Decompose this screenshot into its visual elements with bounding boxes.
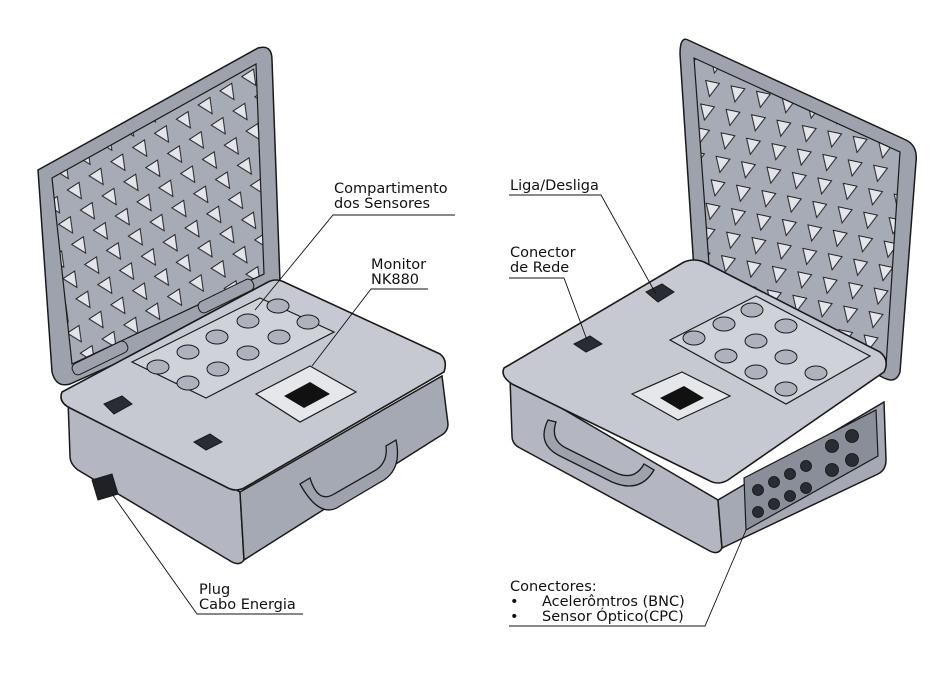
left-case <box>37 46 449 565</box>
label-plug: Plug Cabo Energia <box>199 583 296 613</box>
right-connector-panel <box>743 409 879 532</box>
label-conector-rede: Conector de Rede <box>510 246 576 276</box>
label-liga: Liga/Desliga <box>510 179 599 194</box>
leader-compartimento <box>254 214 455 311</box>
leader-liga <box>509 194 657 295</box>
label-conectores-item-2: Sensor Óptico(CPC) <box>510 610 685 625</box>
leader-monitor <box>311 288 428 367</box>
left-power-switch <box>103 395 133 415</box>
leader-plug <box>111 493 303 615</box>
right-case-body-front <box>509 376 723 554</box>
left-sensor-compartment <box>130 297 336 399</box>
label-conectores-item-1-text: Acelerômtros (BNC) <box>542 594 685 610</box>
left-case-handle <box>299 438 399 511</box>
label-plug-line2: Cabo Energia <box>199 597 296 613</box>
label-conectores: Conectores: Acelerômtros (BNC) Sensor Óp… <box>510 580 685 625</box>
left-case-hinges <box>71 278 255 376</box>
label-plug-line1: Plug <box>199 582 231 598</box>
left-case-top-panel <box>60 279 447 491</box>
label-conectores-item-1: Acelerômtros (BNC) <box>510 595 685 610</box>
right-case <box>502 38 918 554</box>
label-conectores-title: Conectores: <box>510 579 597 595</box>
left-network-connector <box>193 433 223 451</box>
label-compartimento-line2: dos Sensores <box>334 196 431 212</box>
right-network-connector <box>573 335 603 353</box>
label-compartimento-line1: Compartimento <box>334 181 448 197</box>
right-sensor-compartment <box>668 295 872 405</box>
label-liga-line1: Liga/Desliga <box>510 178 599 194</box>
left-case-body-front <box>67 398 245 565</box>
leader-conector-rede <box>509 277 588 341</box>
label-conector-rede-line2: de Rede <box>510 260 570 276</box>
right-monitor-nk880 <box>630 371 732 421</box>
label-monitor: Monitor NK880 <box>371 258 426 288</box>
left-case-body-side <box>239 374 449 562</box>
leader-lines <box>111 194 747 627</box>
label-conector-rede-line1: Conector <box>510 245 576 261</box>
label-conectores-item-2-text: Sensor Óptico(CPC) <box>542 609 684 625</box>
leader-conectores <box>509 529 747 627</box>
label-monitor-line2: NK880 <box>371 272 420 288</box>
label-compartimento: Compartimento dos Sensores <box>334 182 448 212</box>
left-power-plug <box>91 473 119 501</box>
label-monitor-line1: Monitor <box>371 257 427 273</box>
left-monitor-nk880 <box>254 365 358 423</box>
right-case-handle <box>543 419 655 487</box>
